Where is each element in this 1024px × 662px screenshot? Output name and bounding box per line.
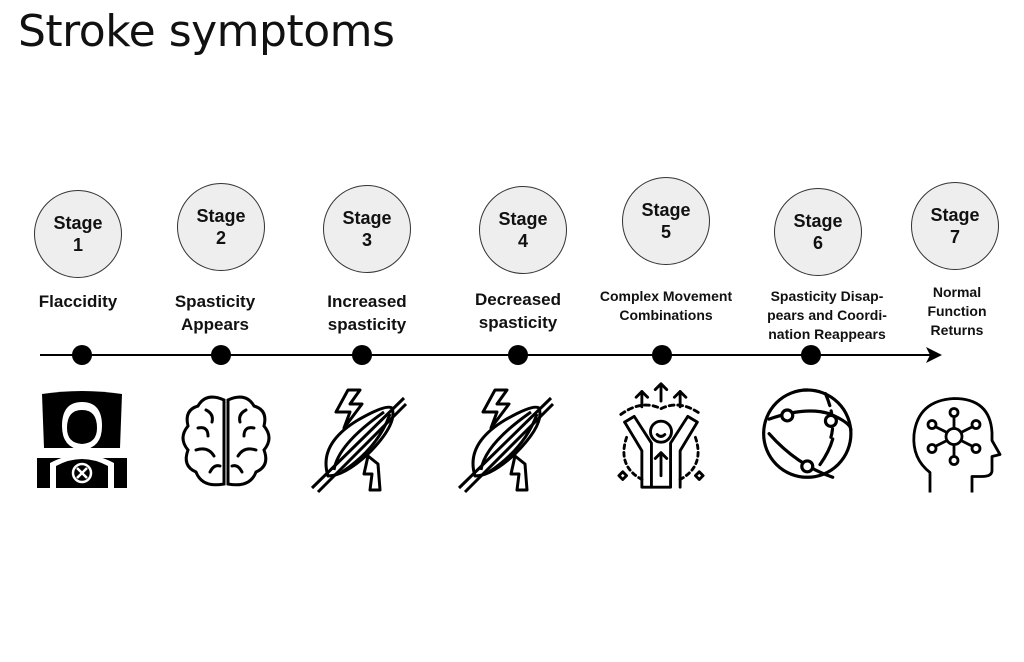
stage-heading: Stage [641,200,691,220]
stage-heading: Stage [53,213,103,233]
timeline-dot [211,345,231,365]
stage-3-label: Increased spasticity [327,292,407,334]
timeline-dot [508,345,528,365]
stage-number: 2 [215,228,226,248]
timeline-dot [801,345,821,365]
timeline-dot [652,345,672,365]
stage-number: 5 [660,222,671,242]
stage-heading: Stage [793,211,843,231]
stage-heading: Stage [342,208,392,228]
stage-number: 1 [72,235,83,255]
stage-heading: Stage [930,205,980,225]
stage-number: 7 [949,227,960,247]
muscle-lightning-icon [457,388,555,494]
timeline-dot [72,345,92,365]
person-arrows-icon [617,382,705,489]
stage-heading: Stage [498,209,548,229]
page-title: Stroke symptoms [18,6,395,57]
stage-number: 4 [517,231,528,251]
stage-4-label: Decreased spasticity [474,290,561,332]
stage-number: 6 [812,233,823,253]
stage-2-label: Spasticity Appears [174,292,256,334]
head-network-icon [912,397,1002,493]
stage-7-label: Normal Function Returns [927,284,987,338]
muscle-lightning-icon [310,388,408,494]
globe-network-icon [762,388,853,479]
person-in-bed-icon [37,391,127,488]
stage-1-label: Flaccidity [38,292,118,311]
stage-5-label: Complex Movement Combinations [599,288,733,323]
timeline-dot [352,345,372,365]
arrow-head-icon [926,347,942,363]
brain-icon [181,395,271,487]
stage-number: 3 [361,230,372,250]
stage-heading: Stage [196,206,246,226]
stage-6-label: Spasticity Disap-pears and Coordi-nation… [767,288,887,342]
